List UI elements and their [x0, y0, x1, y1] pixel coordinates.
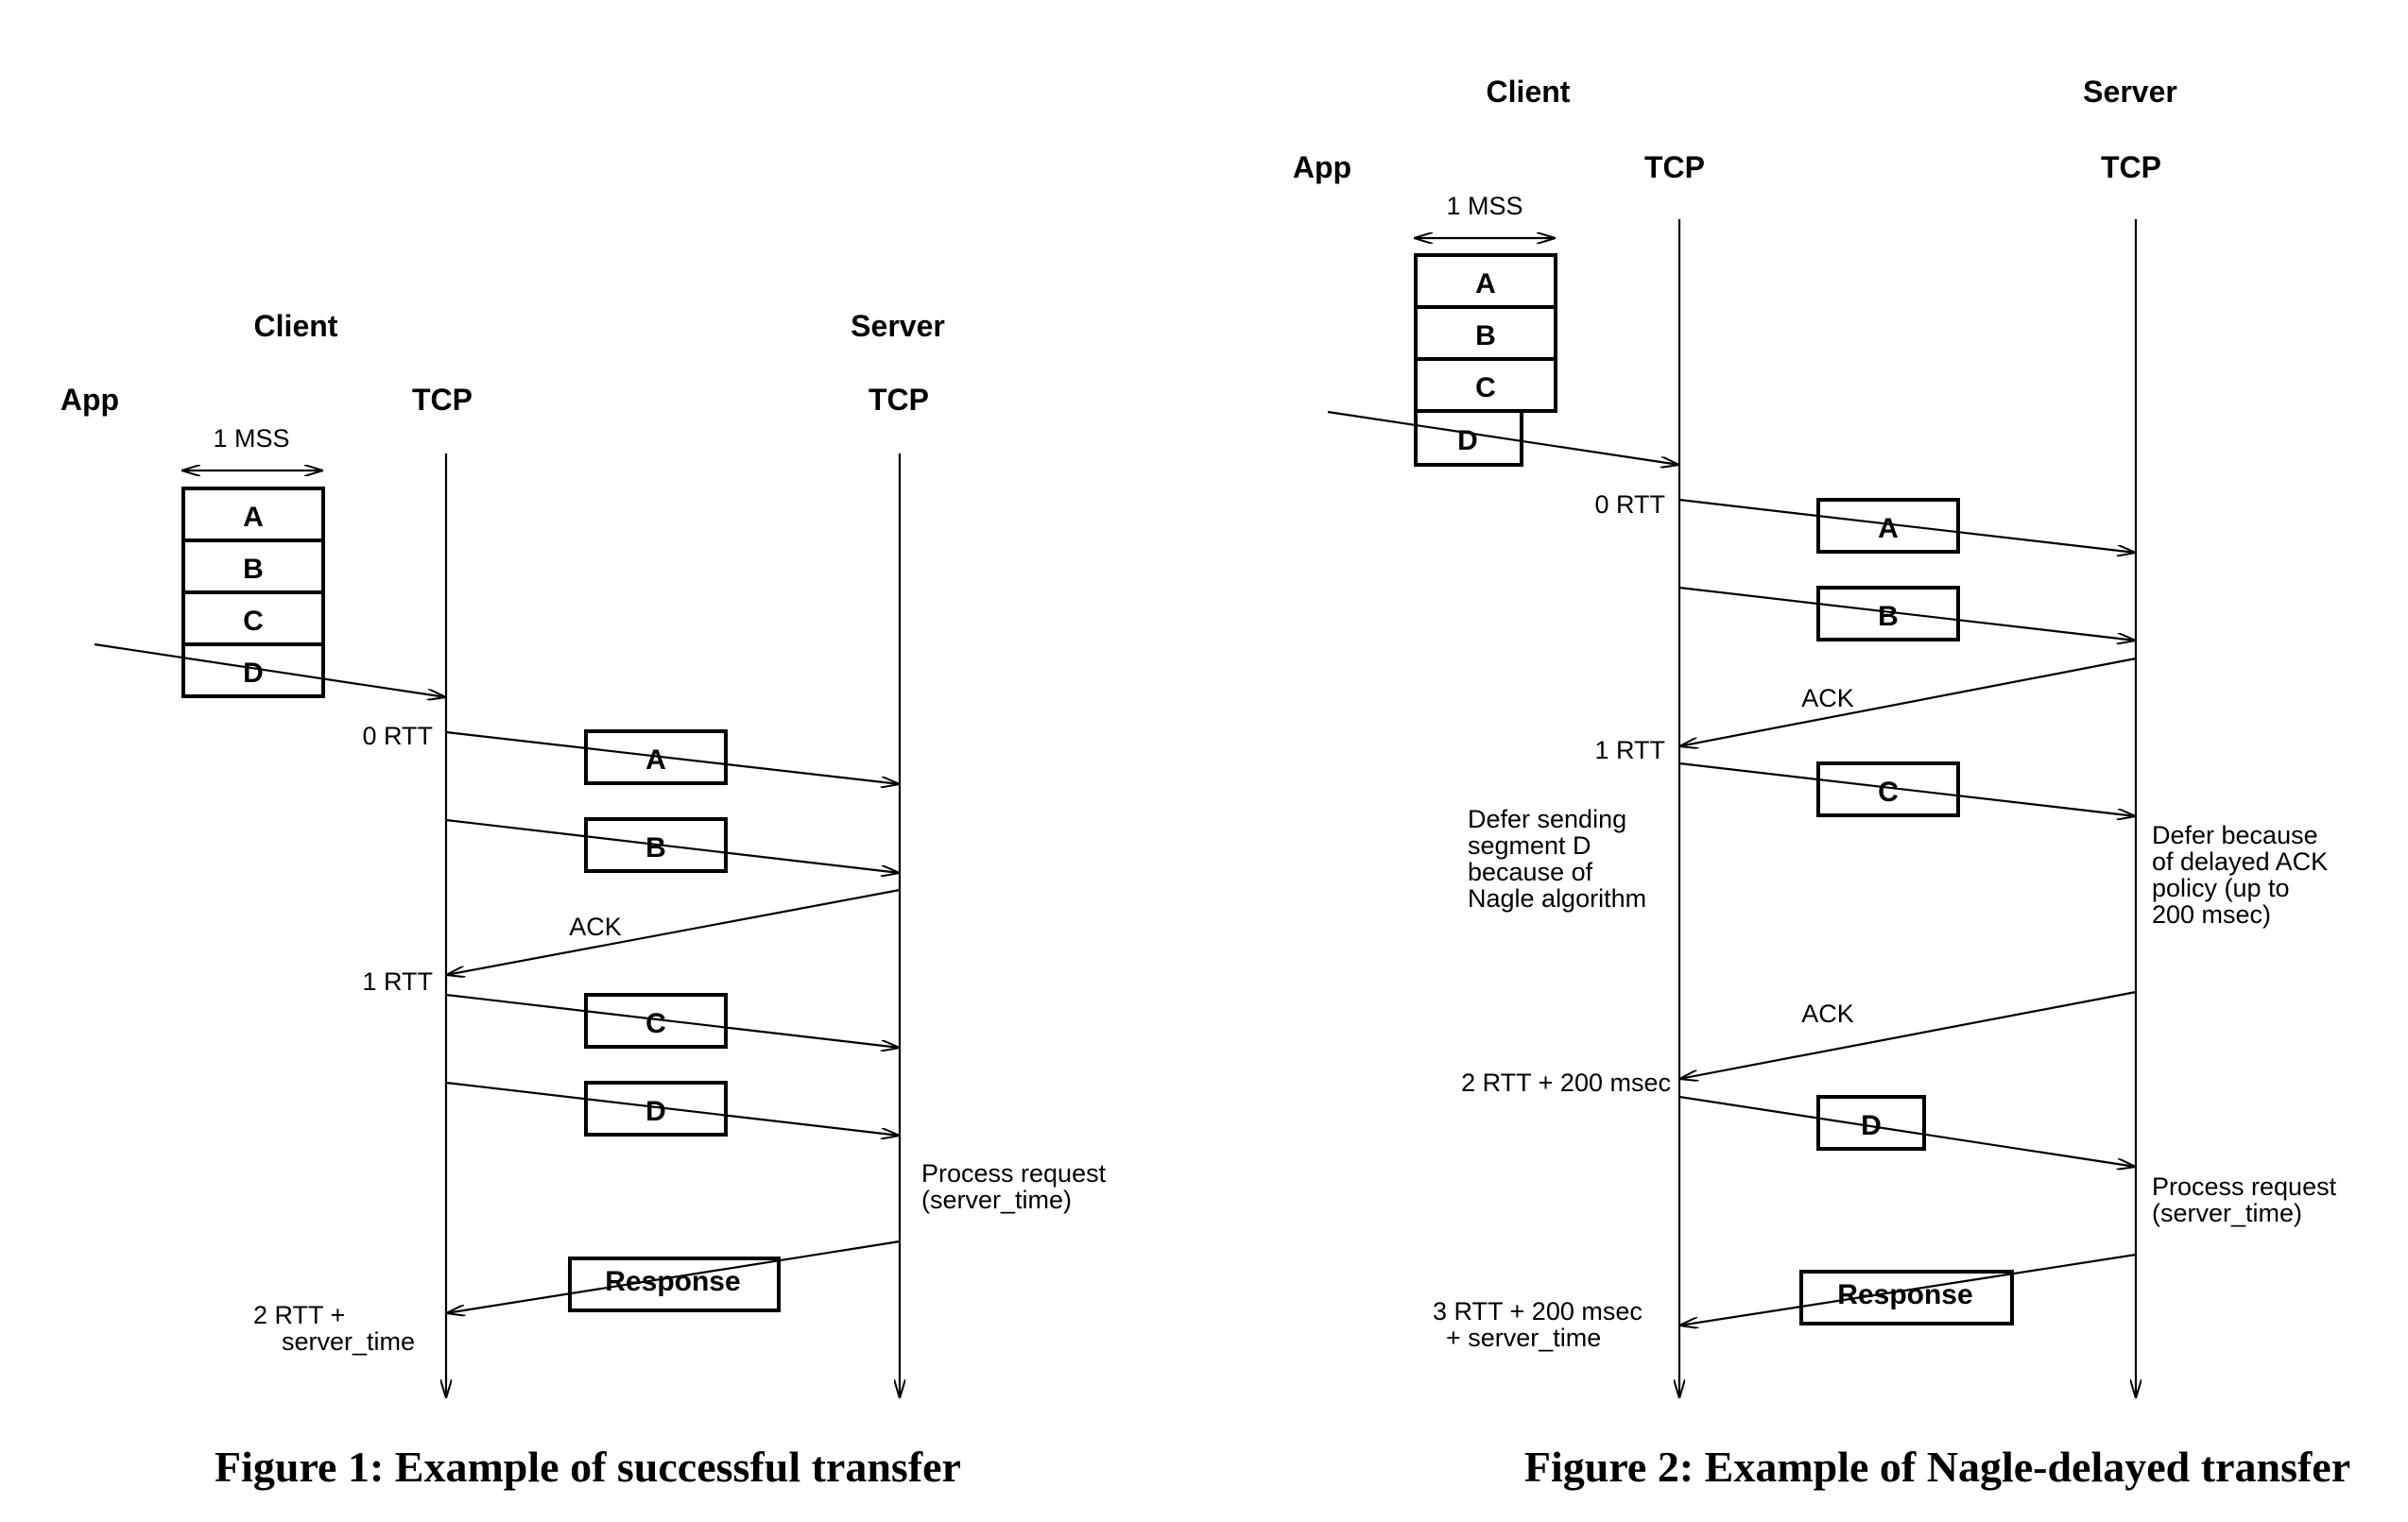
- buffer-segment: [1414, 357, 1557, 413]
- data-arrow: [445, 818, 900, 873]
- server-header: Server: [851, 309, 945, 343]
- ack-label: ACK: [1801, 1000, 1854, 1028]
- server-note: (server_time): [2152, 1199, 2302, 1227]
- buffer-segment-label: A: [1475, 268, 1496, 299]
- buffer-segment: [1414, 305, 1557, 361]
- buffer-segment-label: A: [243, 502, 264, 533]
- buffer-segment: [181, 539, 325, 594]
- ack-arrow: [1679, 990, 2137, 1079]
- ack-arrow: [1679, 657, 2137, 746]
- buffer-segment: [181, 642, 325, 698]
- buffer-segment-label: D: [243, 658, 264, 689]
- ack-arrow: [446, 888, 901, 975]
- app-write-arrow: [1327, 410, 1679, 465]
- send-buffer: A B C D: [181, 487, 325, 698]
- time-label-end: 3 RTT + 200 msec: [1433, 1297, 1643, 1325]
- ack-label: ACK: [1801, 684, 1854, 712]
- time-label-end: 2 RTT +: [253, 1301, 345, 1329]
- packet-box: [584, 993, 728, 1049]
- packet-label: C: [1878, 777, 1899, 808]
- buffer-segment-label: B: [1475, 320, 1496, 351]
- time-label-end: + server_time: [1446, 1324, 1601, 1352]
- buffer-segment-label: C: [1475, 372, 1496, 403]
- data-arrow: [445, 730, 900, 784]
- response-arrow: [1679, 1253, 2137, 1325]
- server-tcp-header: TCP: [869, 383, 929, 417]
- data-arrow: [1678, 586, 2136, 641]
- buffer-segment-label: C: [243, 606, 264, 637]
- packet-box: [1816, 1095, 1926, 1151]
- packet-label: A: [645, 744, 666, 776]
- server-delay-note: of delayed ACK: [2152, 847, 2328, 876]
- time-label-1rtt: 1 RTT: [362, 967, 433, 996]
- packet-box: [584, 1081, 728, 1137]
- client-note: because of: [1468, 858, 1593, 886]
- buffer-segment-label: D: [1457, 425, 1478, 456]
- mss-label: 1 MSS: [213, 424, 289, 453]
- client-tcp-header: TCP: [1644, 150, 1705, 184]
- send-buffer: A B C D: [1414, 253, 1557, 467]
- data-arrow: [1678, 1095, 2136, 1167]
- server-note: Process request: [921, 1159, 1107, 1188]
- ack-label: ACK: [569, 913, 622, 941]
- buffer-segment-label: B: [243, 554, 264, 585]
- time-label-2rtt: 2 RTT + 200 msec: [1461, 1069, 1671, 1097]
- packet-label: B: [1878, 601, 1899, 632]
- time-label-end: server_time: [282, 1327, 415, 1356]
- time-label-0rtt: 0 RTT: [362, 722, 433, 750]
- client-note: segment D: [1468, 831, 1591, 860]
- data-arrow: [1678, 498, 2136, 553]
- packet-box: [1816, 761, 1960, 817]
- buffer-segment: [181, 590, 325, 646]
- figure-caption: Figure 1: Example of successful transfer: [215, 1443, 961, 1491]
- packet-box: [1816, 586, 1960, 641]
- figure-caption: Figure 2: Example of Nagle-delayed trans…: [1524, 1443, 2350, 1491]
- data-arrow: [1678, 761, 2136, 816]
- data-arrow: [445, 993, 900, 1048]
- app-header: App: [60, 383, 119, 417]
- buffer-segment: [181, 487, 325, 542]
- server-delay-note: 200 msec): [2152, 900, 2271, 929]
- packet-label: B: [645, 832, 666, 864]
- figure-2: Client Server App TCP TCP 1 MSS A B C D …: [1293, 75, 2350, 1491]
- time-label-0rtt: 0 RTT: [1594, 490, 1665, 519]
- server-tcp-header: TCP: [2101, 150, 2161, 184]
- server-note: (server_time): [921, 1186, 1072, 1214]
- response-arrow: [446, 1240, 901, 1313]
- client-header: Client: [254, 309, 338, 343]
- server-delay-note: Defer because: [2152, 821, 2318, 849]
- packet-label: C: [645, 1008, 666, 1039]
- server-header: Server: [2083, 75, 2177, 109]
- app-write-arrow: [94, 642, 446, 697]
- mss-label: 1 MSS: [1446, 192, 1522, 220]
- client-note: Defer sending: [1468, 805, 1626, 833]
- packet-label: A: [1878, 513, 1899, 544]
- app-header: App: [1293, 150, 1351, 184]
- figure-1: Client Server App TCP TCP 1 MSS A B C D …: [60, 309, 1107, 1491]
- data-arrow: [445, 1081, 900, 1136]
- client-header: Client: [1487, 75, 1571, 109]
- client-note: Nagle algorithm: [1468, 884, 1646, 913]
- server-delay-note: policy (up to: [2152, 874, 2290, 902]
- packet-label: D: [645, 1096, 666, 1127]
- client-tcp-header: TCP: [412, 383, 473, 417]
- packet-box: [1816, 498, 1960, 554]
- time-label-1rtt: 1 RTT: [1594, 736, 1665, 764]
- server-note: Process request: [2152, 1172, 2337, 1201]
